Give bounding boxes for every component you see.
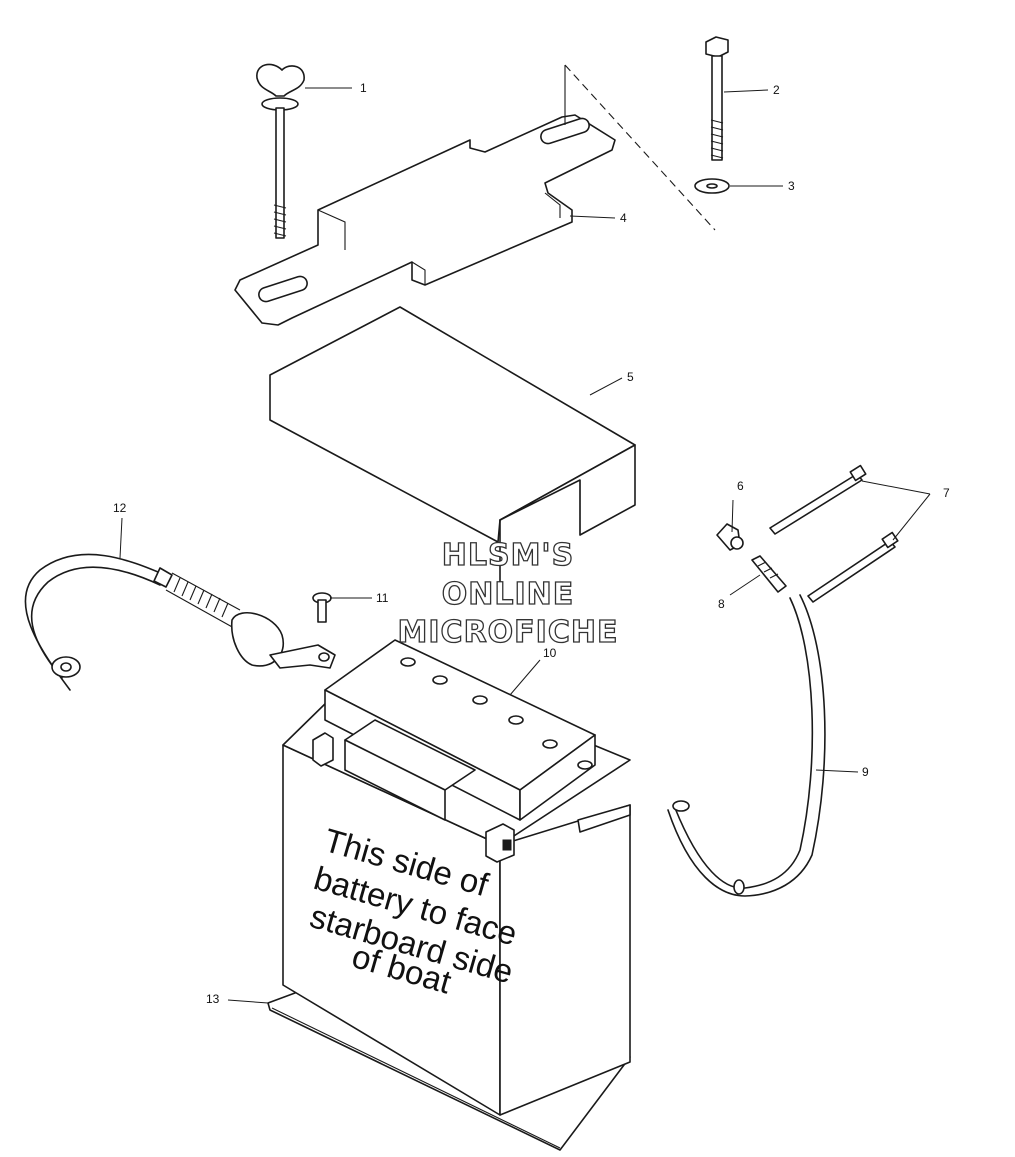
part-8-barbed-fitting: [751, 555, 787, 593]
negative-terminal: [312, 732, 334, 767]
callout-9: 9: [862, 765, 869, 779]
callout-2: 2: [773, 83, 780, 97]
callout-numbers: 1 2 3 4 5 6 7 8 9 10 11 12 13: [113, 81, 950, 1006]
part-3-washer: [694, 178, 730, 194]
callout-6: 6: [737, 479, 744, 493]
part-9-vent-hose: [667, 594, 826, 897]
callout-10: 10: [543, 646, 557, 660]
watermark-line1: HLSM'S: [442, 538, 574, 573]
part-10-battery: [282, 639, 631, 1116]
callout-3: 3: [788, 179, 795, 193]
part-11-screw: [312, 592, 332, 623]
callout-1: 1: [360, 81, 367, 95]
part-1-wing-bolt: [256, 63, 305, 239]
callout-5: 5: [627, 370, 634, 384]
part-12-negative-cable: [24, 553, 336, 691]
leader-lines: [119, 87, 931, 1004]
watermark-line2: ONLINE: [442, 577, 575, 612]
battery-orientation-label: This side of battery to face starboard s…: [306, 821, 521, 1000]
watermark-line3: MICROFICHE: [398, 615, 619, 650]
callout-4: 4: [620, 211, 627, 225]
part-2-hex-bolt: [705, 36, 729, 161]
part-7-cable-ties: [769, 464, 899, 603]
part-4-hold-down-bracket: [234, 64, 716, 326]
callout-11: 11: [376, 591, 389, 605]
part-6-vent-elbow: [716, 523, 744, 551]
positive-terminal: [485, 823, 515, 863]
callout-13: 13: [206, 992, 220, 1006]
callout-8: 8: [718, 597, 725, 611]
callout-7: 7: [943, 486, 950, 500]
watermark: HLSM'S ONLINE MICROFICHE: [397, 537, 619, 650]
callout-12: 12: [113, 501, 127, 515]
part-5-battery-cover: [269, 306, 636, 591]
